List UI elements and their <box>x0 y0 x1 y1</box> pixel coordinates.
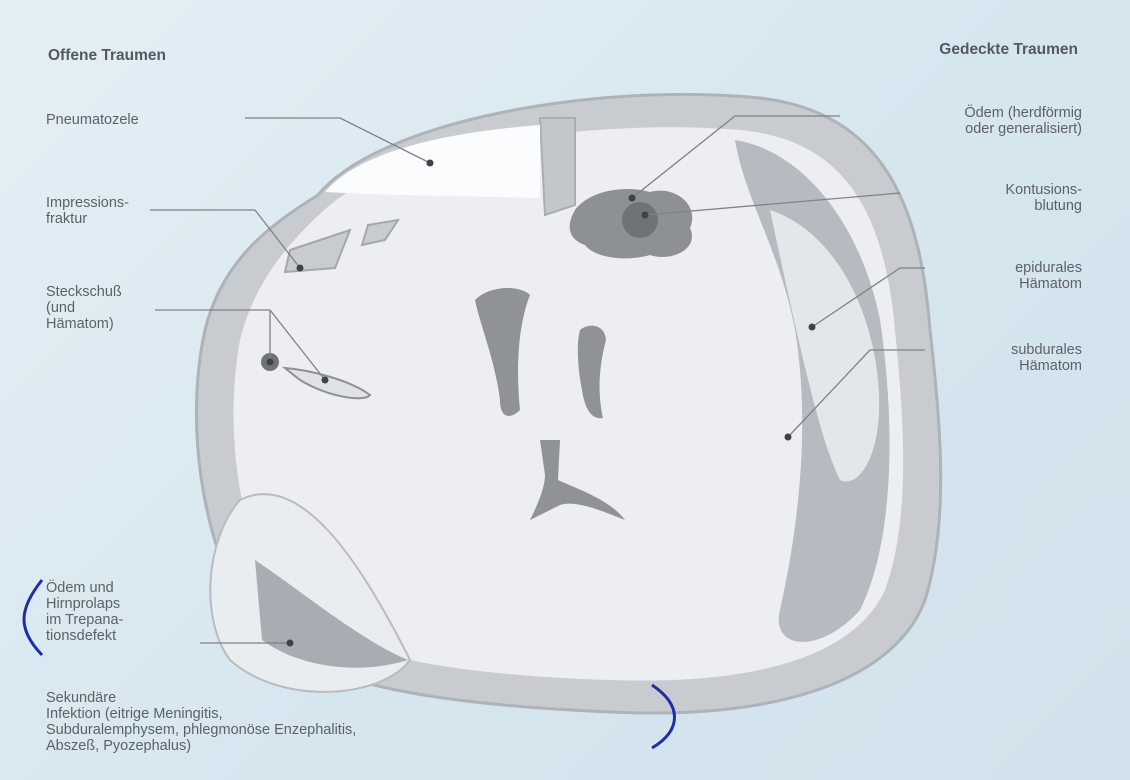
label-subdurales-haematom: subdurales Hämatom <box>1011 342 1082 374</box>
label-pneumatozele: Pneumatozele <box>46 112 139 128</box>
falx <box>540 118 575 215</box>
label-kontusionsblutung: Kontusions- blutung <box>1005 182 1082 214</box>
header-gedeckte-traumen: Gedeckte Traumen <box>939 42 1078 58</box>
label-impressionsfraktur: Impressions- fraktur <box>46 195 129 227</box>
contusion-bleeding <box>622 202 658 238</box>
header-offene-traumen: Offene Traumen <box>48 48 166 64</box>
label-sekundaere-infektion: Sekundäre Infektion (eitrige Meningitis,… <box>46 690 356 754</box>
label-oedem-herdfoermig: Ödem (herdförmig oder generalisiert) <box>964 105 1082 137</box>
blue-bracket-left <box>24 580 42 655</box>
label-steckschuss: Steckschuß (und Hämatom) <box>46 284 122 332</box>
label-epidurales-haematom: epidurales Hämatom <box>1015 260 1082 292</box>
label-oedem-hirnprolaps: Ödem und Hirnprolaps im Trepana- tionsde… <box>46 580 123 644</box>
